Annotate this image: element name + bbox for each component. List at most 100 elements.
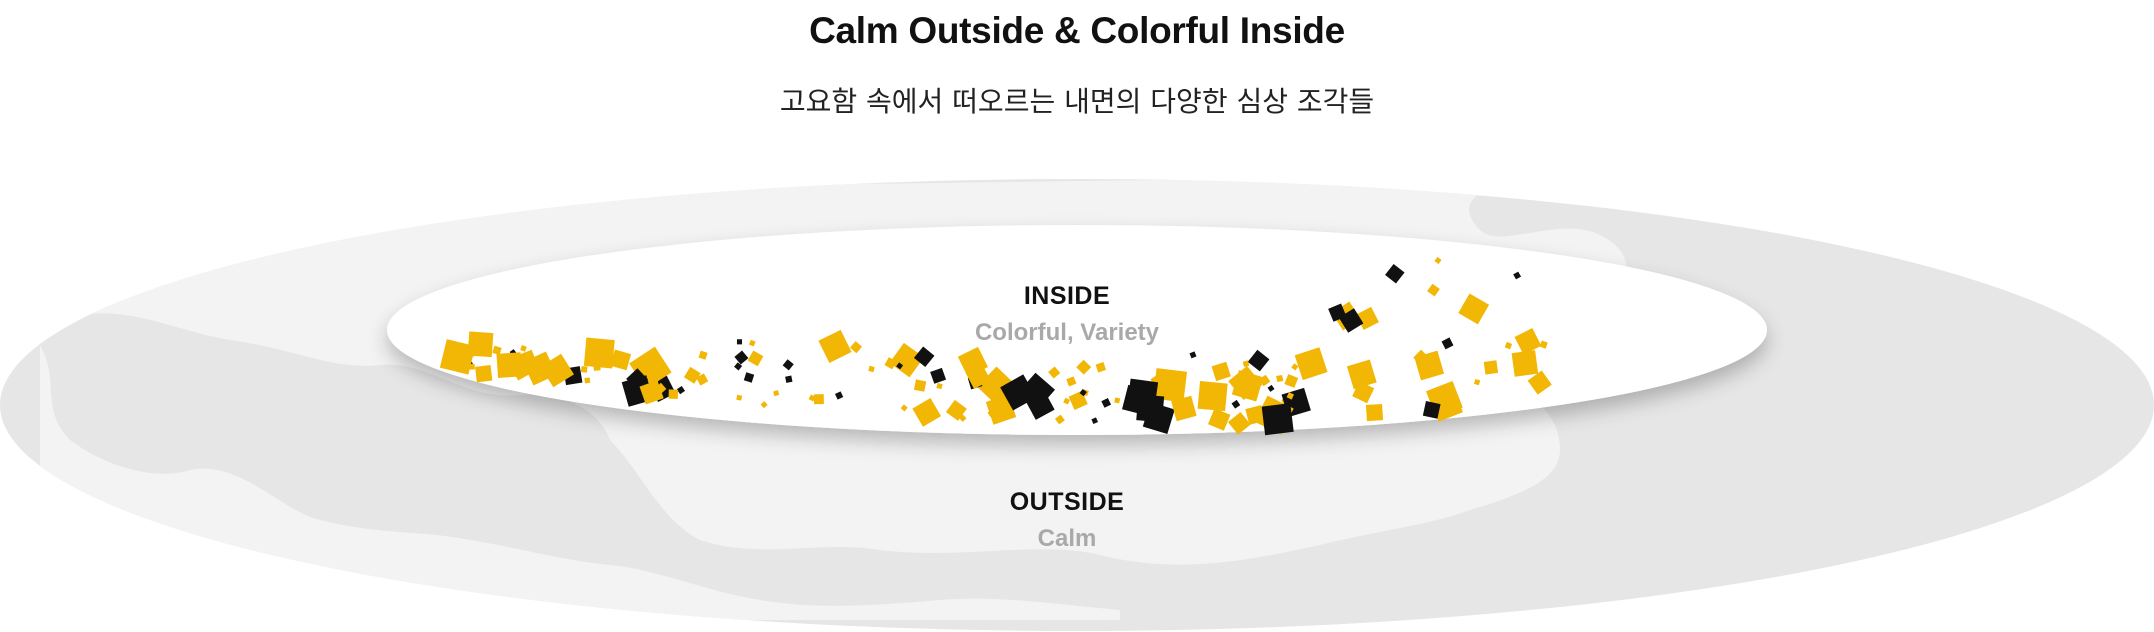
black-square-fragment bbox=[734, 350, 749, 365]
yellow-square-fragment bbox=[1211, 361, 1231, 382]
black-square-fragment bbox=[1247, 349, 1270, 372]
outside-label-group: OUTSIDE Calm bbox=[867, 488, 1267, 553]
yellow-square-fragment bbox=[610, 349, 632, 371]
yellow-square-fragment bbox=[1207, 408, 1231, 431]
black-square-fragment bbox=[1267, 384, 1275, 392]
yellow-square-fragment bbox=[965, 363, 991, 389]
yellow-square-fragment bbox=[987, 409, 995, 418]
yellow-square-fragment bbox=[773, 390, 780, 397]
yellow-square-fragment bbox=[522, 351, 557, 386]
yellow-square-fragment bbox=[900, 404, 908, 412]
diagram-title: Calm Outside & Colorful Inside bbox=[809, 10, 1345, 51]
inside-label-group: INSIDE Colorful, Variety bbox=[867, 282, 1267, 347]
black-square-fragment bbox=[1441, 337, 1454, 350]
yellow-square-fragment bbox=[1458, 293, 1490, 325]
yellow-square-fragment bbox=[1095, 362, 1107, 373]
black-square-fragment bbox=[785, 375, 793, 383]
yellow-square-fragment bbox=[1294, 347, 1328, 381]
yellow-square-fragment bbox=[912, 398, 942, 427]
yellow-square-fragment bbox=[1435, 393, 1444, 402]
yellow-square-fragment bbox=[1054, 414, 1065, 425]
black-square-fragment bbox=[1126, 378, 1159, 410]
yellow-square-fragment bbox=[818, 329, 852, 363]
yellow-square-fragment bbox=[1063, 397, 1070, 405]
yellow-square-fragment bbox=[1076, 359, 1092, 375]
black-square-fragment bbox=[1513, 271, 1522, 280]
yellow-square-fragment bbox=[1231, 370, 1264, 402]
black-square-fragment bbox=[1422, 401, 1441, 419]
fragment-cloud bbox=[439, 256, 1552, 436]
black-square-fragment bbox=[834, 391, 844, 400]
black-square-fragment bbox=[734, 362, 743, 371]
yellow-square-fragment bbox=[1152, 368, 1188, 403]
yellow-square-fragment bbox=[1066, 376, 1077, 387]
yellow-square-fragment bbox=[1346, 359, 1377, 390]
yellow-square-fragment bbox=[747, 350, 764, 367]
black-square-fragment bbox=[1091, 417, 1099, 425]
yellow-square-fragment bbox=[1245, 405, 1266, 425]
yellow-square-fragment bbox=[698, 350, 708, 360]
yellow-square-fragment bbox=[736, 394, 743, 401]
black-square-fragment bbox=[782, 359, 794, 371]
yellow-square-fragment bbox=[1286, 392, 1295, 400]
black-square-fragment bbox=[1328, 303, 1347, 322]
black-square-fragment bbox=[1189, 351, 1197, 359]
black-square-fragment bbox=[896, 362, 904, 370]
outside-caption: Calm bbox=[1037, 525, 1097, 552]
yellow-square-fragment bbox=[889, 342, 924, 378]
yellow-square-fragment bbox=[580, 366, 588, 373]
yellow-square-fragment bbox=[1514, 328, 1542, 355]
yellow-square-fragment bbox=[1416, 356, 1426, 366]
yellow-square-fragment bbox=[475, 365, 493, 383]
yellow-square-fragment bbox=[1434, 256, 1442, 265]
black-square-fragment bbox=[743, 372, 755, 383]
black-square-fragment bbox=[1231, 399, 1241, 409]
yellow-square-fragment bbox=[520, 345, 527, 352]
yellow-square-fragment bbox=[508, 353, 536, 381]
yellow-square-fragment bbox=[1291, 363, 1299, 371]
black-square-fragment bbox=[1385, 263, 1405, 284]
outside-label: OUTSIDE bbox=[1009, 488, 1125, 516]
yellow-square-fragment bbox=[1242, 360, 1250, 368]
yellow-square-fragment bbox=[583, 337, 615, 369]
black-square-fragment bbox=[1101, 398, 1112, 408]
yellow-square-fragment bbox=[1511, 350, 1539, 377]
yellow-square-fragment bbox=[813, 394, 824, 405]
yellow-square-fragment bbox=[584, 377, 591, 384]
inner-ellipse bbox=[387, 225, 1767, 435]
black-square-fragment bbox=[1000, 374, 1037, 411]
black-square-fragment bbox=[930, 367, 947, 384]
black-square-fragment bbox=[1079, 388, 1087, 397]
black-square-fragment bbox=[1261, 403, 1294, 436]
outer-light-wave bbox=[40, 345, 1120, 620]
yellow-square-fragment bbox=[1504, 341, 1513, 350]
yellow-square-fragment bbox=[849, 341, 863, 354]
yellow-square-fragment bbox=[748, 339, 756, 347]
yellow-square-fragment bbox=[808, 394, 816, 402]
yellow-square-fragment bbox=[696, 373, 709, 386]
yellow-square-fragment bbox=[1284, 374, 1299, 388]
yellow-square-fragment bbox=[439, 339, 476, 375]
inside-caption: Colorful, Variety bbox=[974, 319, 1160, 346]
yellow-square-fragment bbox=[1227, 411, 1251, 435]
yellow-square-fragment bbox=[1171, 395, 1197, 422]
yellow-square-fragment bbox=[1048, 366, 1061, 379]
yellow-square-fragment bbox=[639, 380, 664, 405]
yellow-square-fragment bbox=[1114, 397, 1121, 404]
inside-label: INSIDE bbox=[1023, 282, 1111, 310]
black-square-fragment bbox=[736, 339, 743, 345]
yellow-square-fragment bbox=[913, 379, 927, 392]
yellow-square-fragment bbox=[507, 363, 518, 374]
yellow-square-fragment bbox=[1539, 340, 1548, 349]
yellow-square-fragment bbox=[1365, 404, 1384, 422]
yellow-square-fragment bbox=[1276, 374, 1284, 383]
yellow-square-fragment bbox=[1483, 360, 1499, 375]
diagram-subtitle: 고요함 속에서 떠오르는 내면의 다양한 심상 조각들 bbox=[779, 85, 1375, 118]
yellow-square-fragment bbox=[1473, 378, 1481, 386]
yellow-square-fragment bbox=[1427, 283, 1440, 297]
yellow-square-fragment bbox=[683, 366, 701, 384]
yellow-square-fragment bbox=[492, 345, 502, 356]
yellow-square-fragment bbox=[936, 382, 943, 390]
yellow-square-fragment bbox=[945, 399, 967, 421]
